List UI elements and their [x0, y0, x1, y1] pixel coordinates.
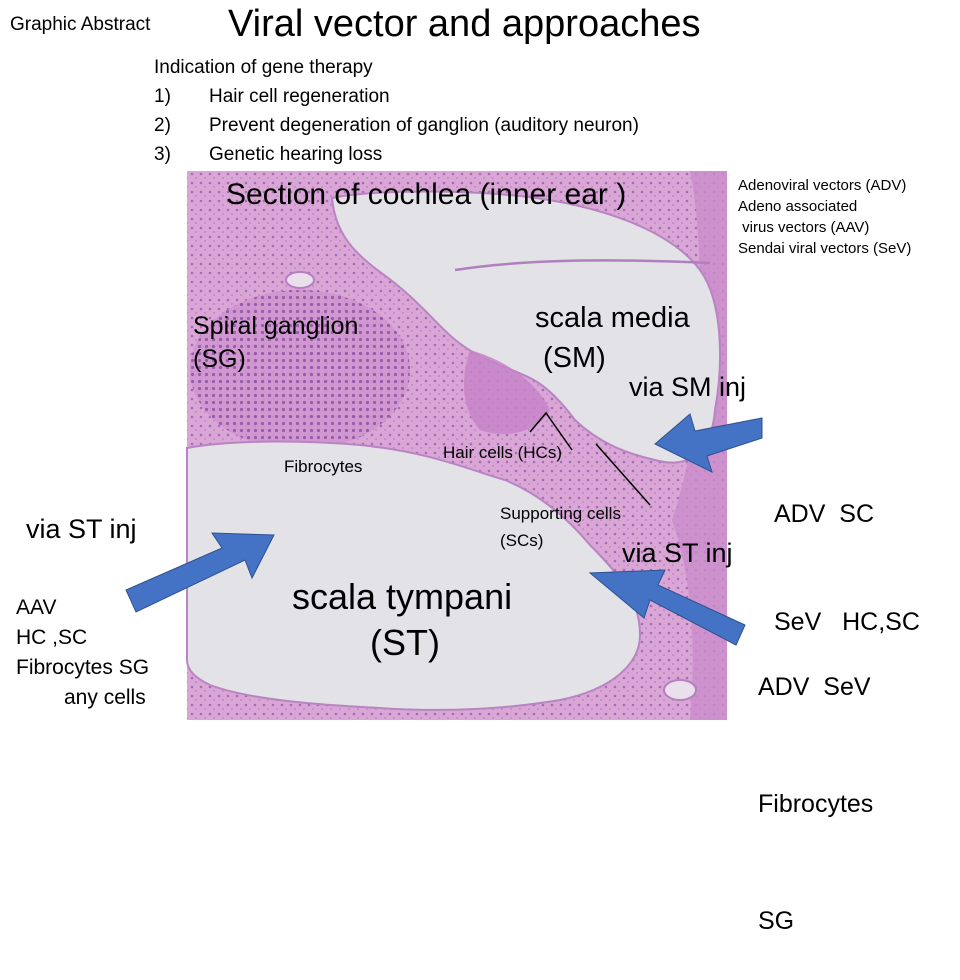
- st-inj-left-targets: AAV HC ,SC Fibrocytes SG any cells: [16, 596, 150, 709]
- scala-media-lumen: [330, 190, 721, 464]
- graphic-abstract-tag: Graphic Abstract: [10, 14, 151, 35]
- scala-tympani-label: scala tympani (ST): [292, 576, 513, 663]
- st-inj-right-targets: ADV SeV Fibrocytes SG: [758, 673, 874, 935]
- st-inj-label-right: via ST inj: [622, 538, 733, 568]
- supporting-cell-pointer: [595, 443, 651, 506]
- vector-item: Sendai viral vectors (SeV): [738, 240, 912, 257]
- vector-item: virus vectors (AAV): [738, 219, 870, 236]
- supporting-cells-label: Supporting cells (SCs): [500, 504, 621, 550]
- cochlea-section-diagram: [125, 171, 763, 720]
- sm-inj-arrow: [654, 413, 763, 473]
- hair-cells-label: Hair cells (HCs): [443, 443, 562, 462]
- st-inj-arrow-left: [125, 532, 275, 613]
- vector-list: Adenoviral vectors (ADV) Adeno associate…: [738, 175, 911, 259]
- spiral-ganglion-region: [190, 290, 410, 450]
- sm-inj-label: via SM inj: [629, 372, 747, 402]
- indication-item: 2)Prevent degeneration of ganglion (audi…: [154, 115, 639, 136]
- indication-list: Indication of gene therapy 1)Hair cell r…: [154, 53, 639, 169]
- section-title: Section of cochlea (inner ear ): [226, 178, 627, 211]
- sm-inj-targets: ADV SC SeV HC,SC: [774, 500, 920, 636]
- st-inj-label-left: via ST inj: [26, 514, 137, 544]
- spiral-ganglion-label: Spiral ganglion (SG): [193, 312, 359, 373]
- vector-item: Adenoviral vectors (ADV): [738, 177, 907, 194]
- indication-item: 3)Genetic hearing loss: [154, 144, 383, 165]
- st-inj-arrow-right: [588, 569, 746, 646]
- fibrocytes-label: Fibrocytes: [284, 457, 363, 476]
- organ-of-corti: [464, 350, 550, 434]
- reissner-membrane: [454, 259, 711, 272]
- indication-item: 1)Hair cell regeneration: [154, 86, 390, 107]
- page-title: Viral vector and approaches: [228, 3, 701, 45]
- scala-media-label: scala media (SM): [535, 302, 690, 374]
- scala-tympani-lumen: [186, 440, 642, 711]
- hair-cell-pointer: [529, 411, 573, 451]
- vector-item: Adeno associated: [738, 198, 858, 215]
- indication-heading: Indication of gene therapy: [154, 57, 373, 78]
